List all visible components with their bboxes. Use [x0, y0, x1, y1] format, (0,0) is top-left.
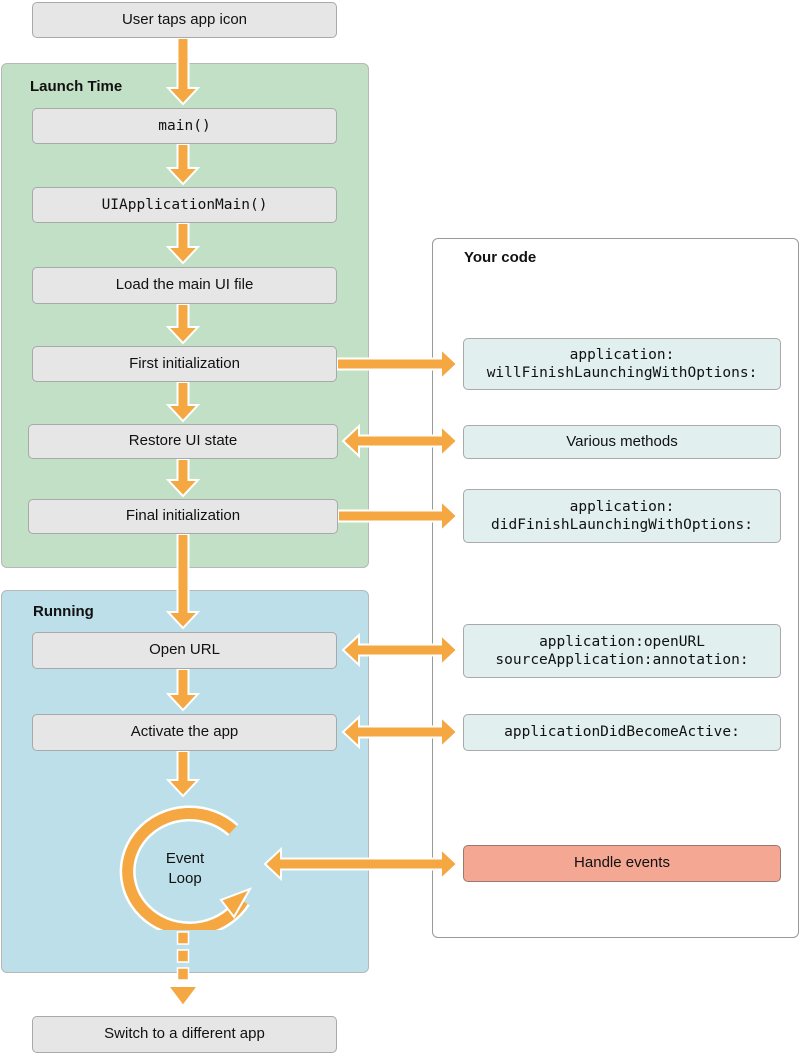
activate-the-app-box: Activate the app [32, 714, 337, 751]
user-taps-app-icon-box: User taps app icon [32, 2, 337, 38]
arrow-first-init-to-will-finish [336, 346, 459, 382]
open-url-box: Open URL [32, 632, 337, 669]
first-initialization-box: First initialization [32, 346, 337, 382]
dashed-exit-segment-2 [176, 949, 190, 963]
event-loop-line2: Loop [168, 870, 202, 888]
event-loop-arrowhead [219, 887, 253, 919]
open-url-line1: application:openURL [539, 633, 705, 650]
final-initialization-box: Final initialization [28, 499, 338, 534]
arrow-open-url-to-activate [165, 668, 201, 712]
did-finish-line1: application: [569, 498, 675, 515]
load-main-ui-file-box: Load the main UI file [32, 267, 337, 304]
handle-events-box: Handle events [463, 845, 781, 882]
various-methods-box: Various methods [463, 425, 781, 459]
uiapplicationmain-step-box: UIApplicationMain() [32, 187, 337, 223]
arrow-restore-to-final-init [165, 458, 201, 498]
dashed-exit-segment-3 [176, 967, 190, 981]
arrow-event-loop-handle-events [263, 846, 459, 882]
did-finish-launching-box: application: didFinishLaunchingWithOptio… [463, 489, 781, 543]
arrow-open-url-method [341, 632, 459, 668]
arrow-final-init-to-did-finish [337, 498, 459, 534]
dashed-exit-segment-1 [176, 931, 190, 945]
event-loop-label: Event Loop [145, 849, 225, 890]
main-step-box: main() [32, 108, 337, 144]
your-code-title: Your code [464, 249, 537, 266]
dashed-exit-arrowhead [166, 985, 200, 1008]
open-url-method-box: application:openURL sourceApplication:an… [463, 624, 781, 678]
open-url-line2: sourceApplication:annotation: [495, 652, 749, 668]
arrow-final-init-to-open-url [165, 533, 201, 630]
event-loop-ring [119, 805, 253, 930]
arrow-start-to-main [165, 37, 201, 106]
did-become-active-box: applicationDidBecomeActive: [463, 714, 781, 751]
arrow-activate-to-event-loop [165, 750, 201, 798]
arrow-uiappmain-to-load-ui [165, 222, 201, 265]
arrow-activate-did-become-active [341, 714, 459, 750]
arrow-first-init-to-restore [165, 381, 201, 423]
restore-ui-state-box: Restore UI state [28, 424, 338, 459]
did-finish-line2: didFinishLaunchingWithOptions: [491, 517, 753, 533]
arrow-main-to-uiappmain [165, 143, 201, 186]
launch-time-title: Launch Time [30, 78, 123, 95]
will-finish-launching-box: application: willFinishLaunchingWithOpti… [463, 338, 781, 390]
switch-to-different-app-box: Switch to a different app [32, 1016, 337, 1053]
will-finish-line1: application: [569, 346, 675, 363]
will-finish-line2: willFinishLaunchingWithOptions: [486, 365, 758, 381]
arrow-restore-various-methods [341, 423, 459, 459]
arrow-load-ui-to-first-init [165, 303, 201, 345]
event-loop-line1: Event [165, 850, 205, 867]
running-title: Running [33, 603, 94, 620]
